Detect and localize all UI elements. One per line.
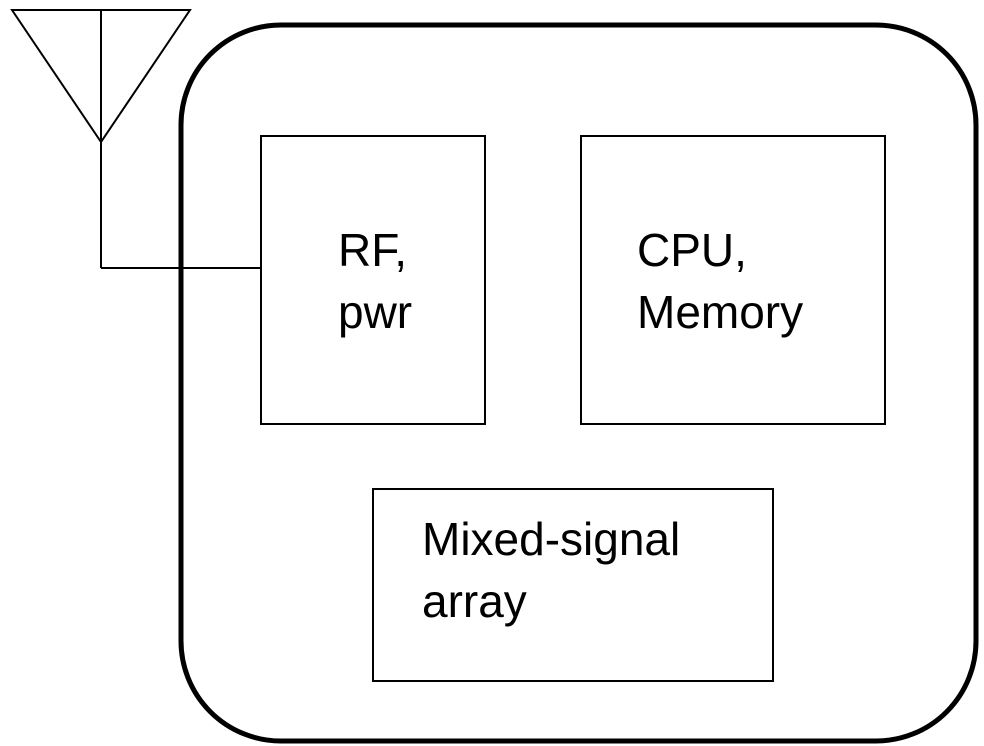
rf-power-box [260, 135, 486, 425]
mixed-signal-label: Mixed-signal array [422, 513, 693, 627]
rf-power-label-line2: pwr [338, 286, 412, 338]
cpu-memory-label-line2: Memory [637, 286, 803, 338]
cpu-memory-block: CPU, Memory [580, 135, 886, 425]
cpu-memory-box [580, 135, 886, 425]
mixed-signal-block: Mixed-signal array [372, 488, 774, 682]
rf-power-label-line1: RF, [338, 224, 407, 276]
rf-power-label: RF, pwr [338, 224, 420, 338]
cpu-memory-label: CPU, Memory [637, 224, 803, 338]
chip-package-outline [178, 22, 979, 744]
cpu-memory-label-line1: CPU, [637, 224, 747, 276]
mixed-signal-label-line2: array [422, 575, 527, 627]
mixed-signal-label-line1: Mixed-signal [422, 513, 680, 565]
mixed-signal-box [372, 488, 774, 682]
rf-power-block: RF, pwr [260, 135, 486, 425]
antenna-icon [10, 9, 192, 268]
